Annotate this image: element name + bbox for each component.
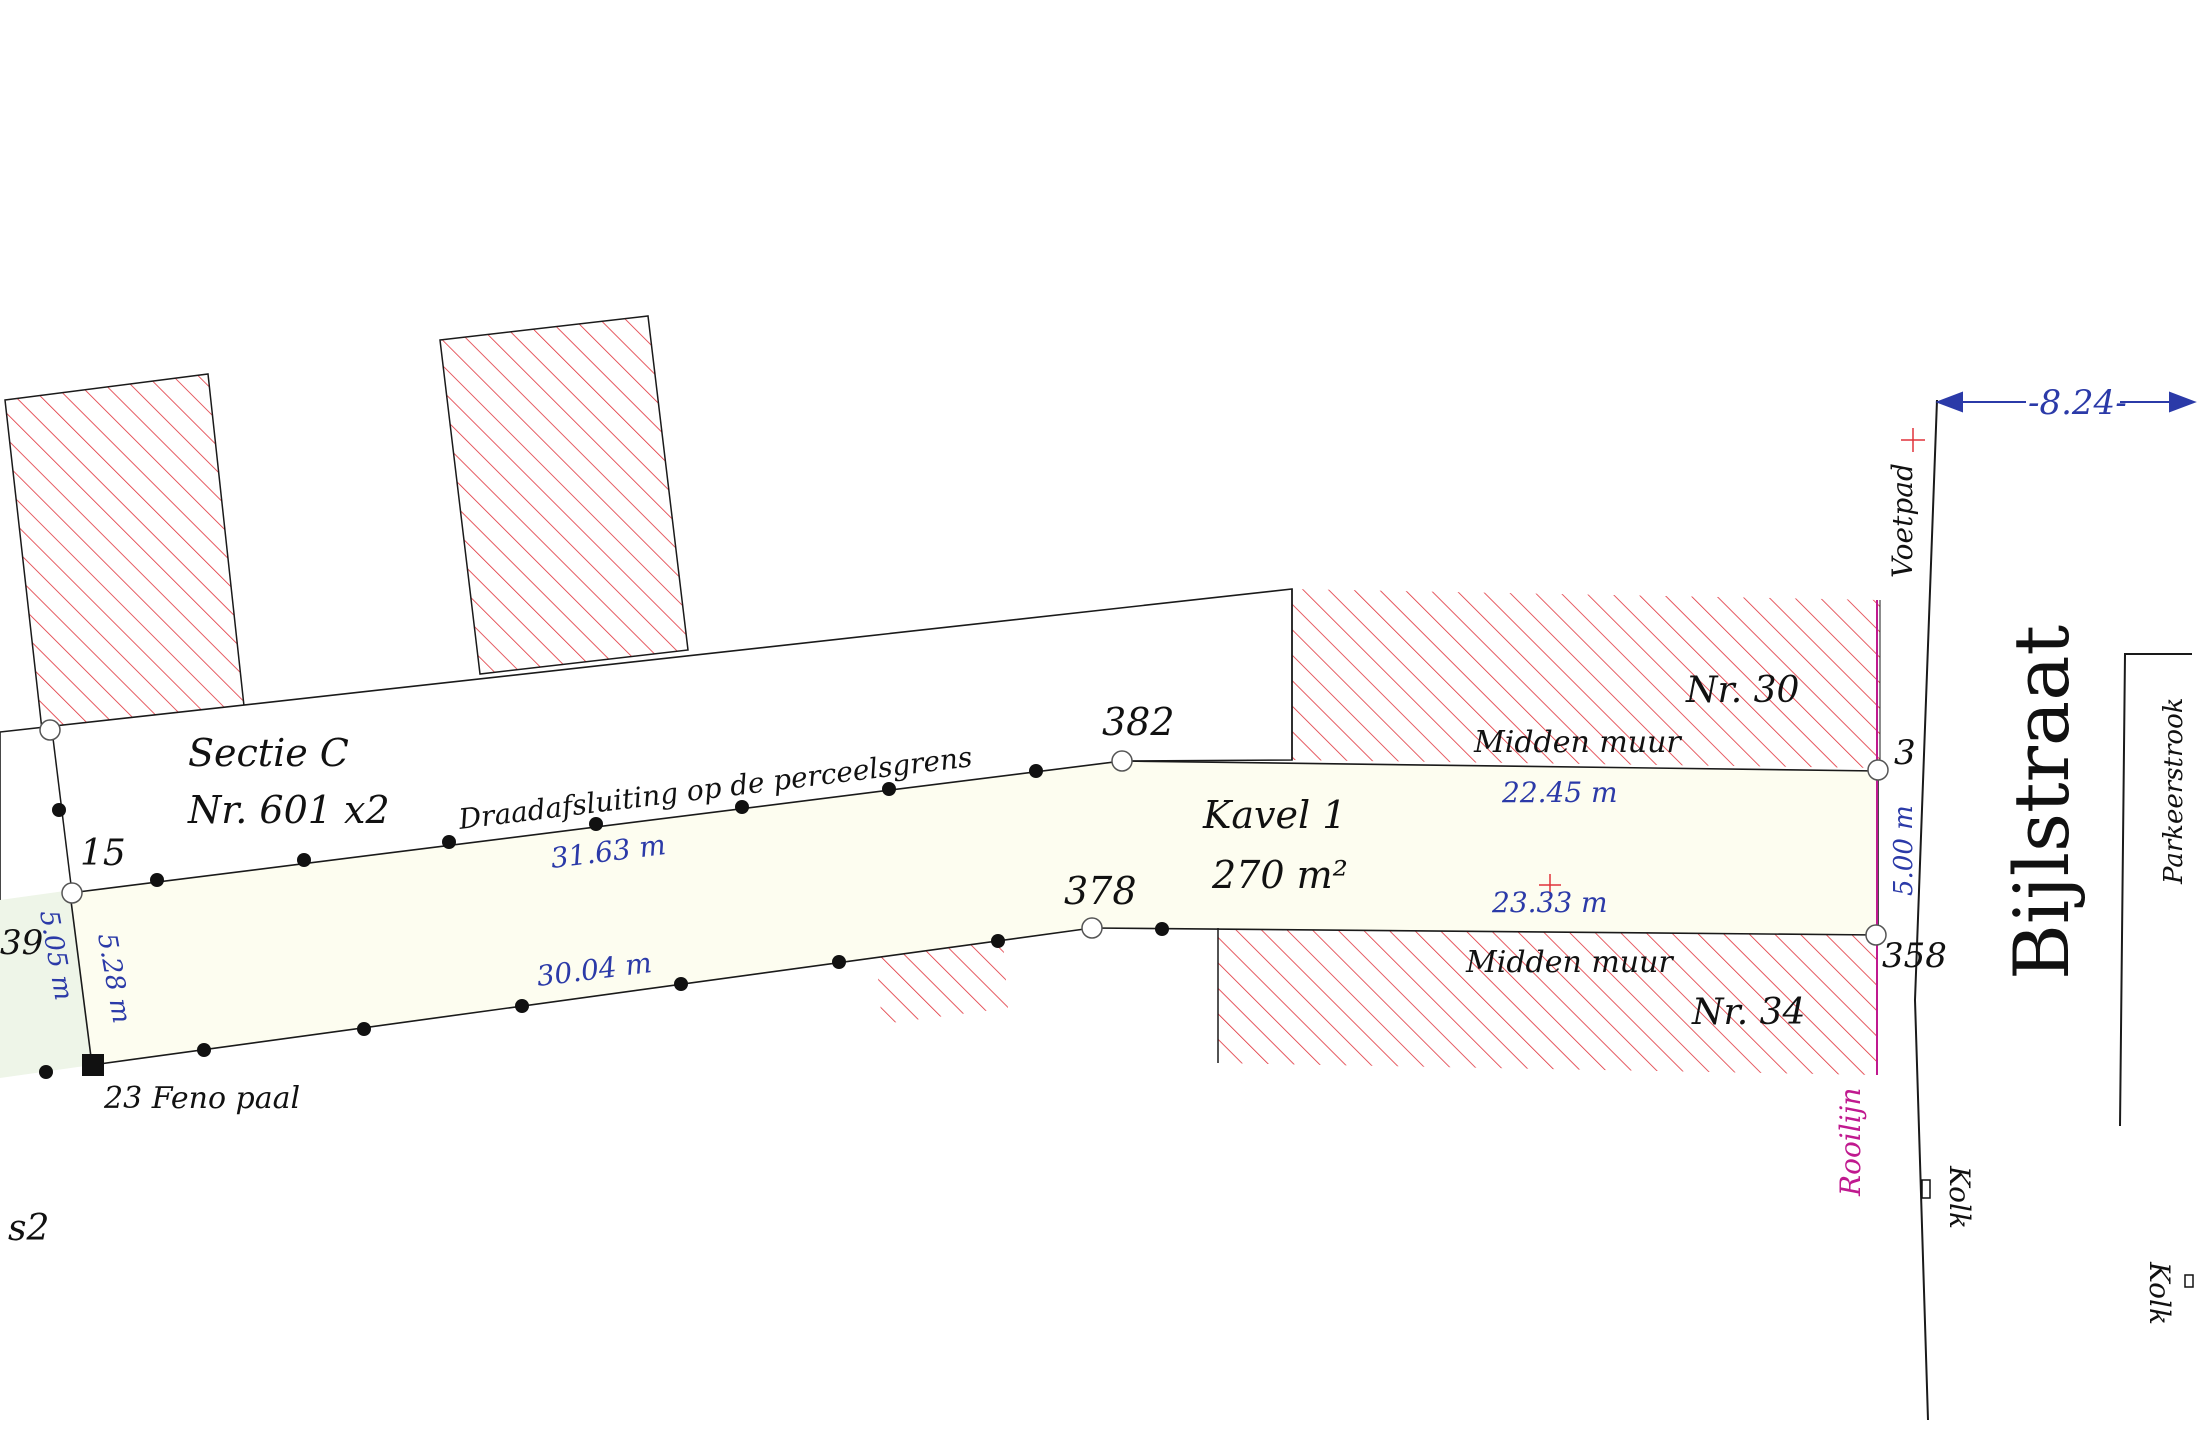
parcel-sectie-c xyxy=(0,588,1293,925)
voetpad-label: Voetpad xyxy=(1886,463,1919,578)
kolk-label-2: Kolk xyxy=(2143,1261,2176,1325)
kolk-label-1: Kolk xyxy=(1943,1165,1976,1229)
building-small-bottom xyxy=(876,940,1008,1024)
dim-top-right: 22.45 m xyxy=(1501,776,1618,809)
sectie-label: Sectie C xyxy=(188,731,349,775)
partial-s2-label: s2 xyxy=(8,1208,49,1249)
buildings xyxy=(4,315,1880,1075)
midden-muur-top: Midden muur xyxy=(1473,725,1682,760)
street-name-bijlstraat: Bijlstraat xyxy=(1997,625,2086,980)
point-3: 3 xyxy=(1894,733,1916,773)
cross-markers xyxy=(1539,428,1925,896)
feno-paal-label: 23 Feno paal xyxy=(103,1081,300,1116)
feno-paal-marker xyxy=(82,1054,104,1076)
nr30-label: Nr. 30 xyxy=(1685,670,1799,711)
midden-muur-bottom: Midden muur xyxy=(1465,945,1674,980)
dim-bottom-right: 23.33 m xyxy=(1491,886,1608,919)
street-edge xyxy=(1913,399,1938,1421)
sectie-number-label: Nr. 601 x2 xyxy=(187,788,390,832)
partial-39-label: 39 xyxy=(0,923,43,963)
building-top-middle xyxy=(439,315,689,675)
parkeerstrook-label: Parkeerstrook xyxy=(2159,698,2189,886)
nr34-label: Nr. 34 xyxy=(1691,992,1805,1033)
building-nr30 xyxy=(1292,589,1880,768)
dim-right-width: 5.00 m xyxy=(1889,805,1919,896)
parking-edge xyxy=(2119,653,2192,1127)
point-378: 378 xyxy=(1064,869,1137,913)
building-nr34 xyxy=(1218,928,1876,1075)
fence-dots xyxy=(39,764,1169,1079)
street-offset-arrow xyxy=(1935,391,2197,413)
kolk-symbol-1 xyxy=(1921,1179,1931,1199)
survey-points xyxy=(39,719,1889,946)
kavel-name: Kavel 1 xyxy=(1202,793,1346,837)
point-15: 15 xyxy=(80,833,126,874)
point-382: 382 xyxy=(1102,700,1175,744)
kavel-area: 270 m² xyxy=(1211,853,1348,897)
parcel-neighbor-left xyxy=(0,890,92,1078)
kolk-symbol-2 xyxy=(2184,1274,2194,1288)
rooilijn-label: Rooilijn xyxy=(1834,1088,1867,1197)
building-top-left xyxy=(4,373,245,731)
point-358: 358 xyxy=(1882,936,1947,976)
dim-street-offset: -8.24- xyxy=(2028,383,2127,423)
